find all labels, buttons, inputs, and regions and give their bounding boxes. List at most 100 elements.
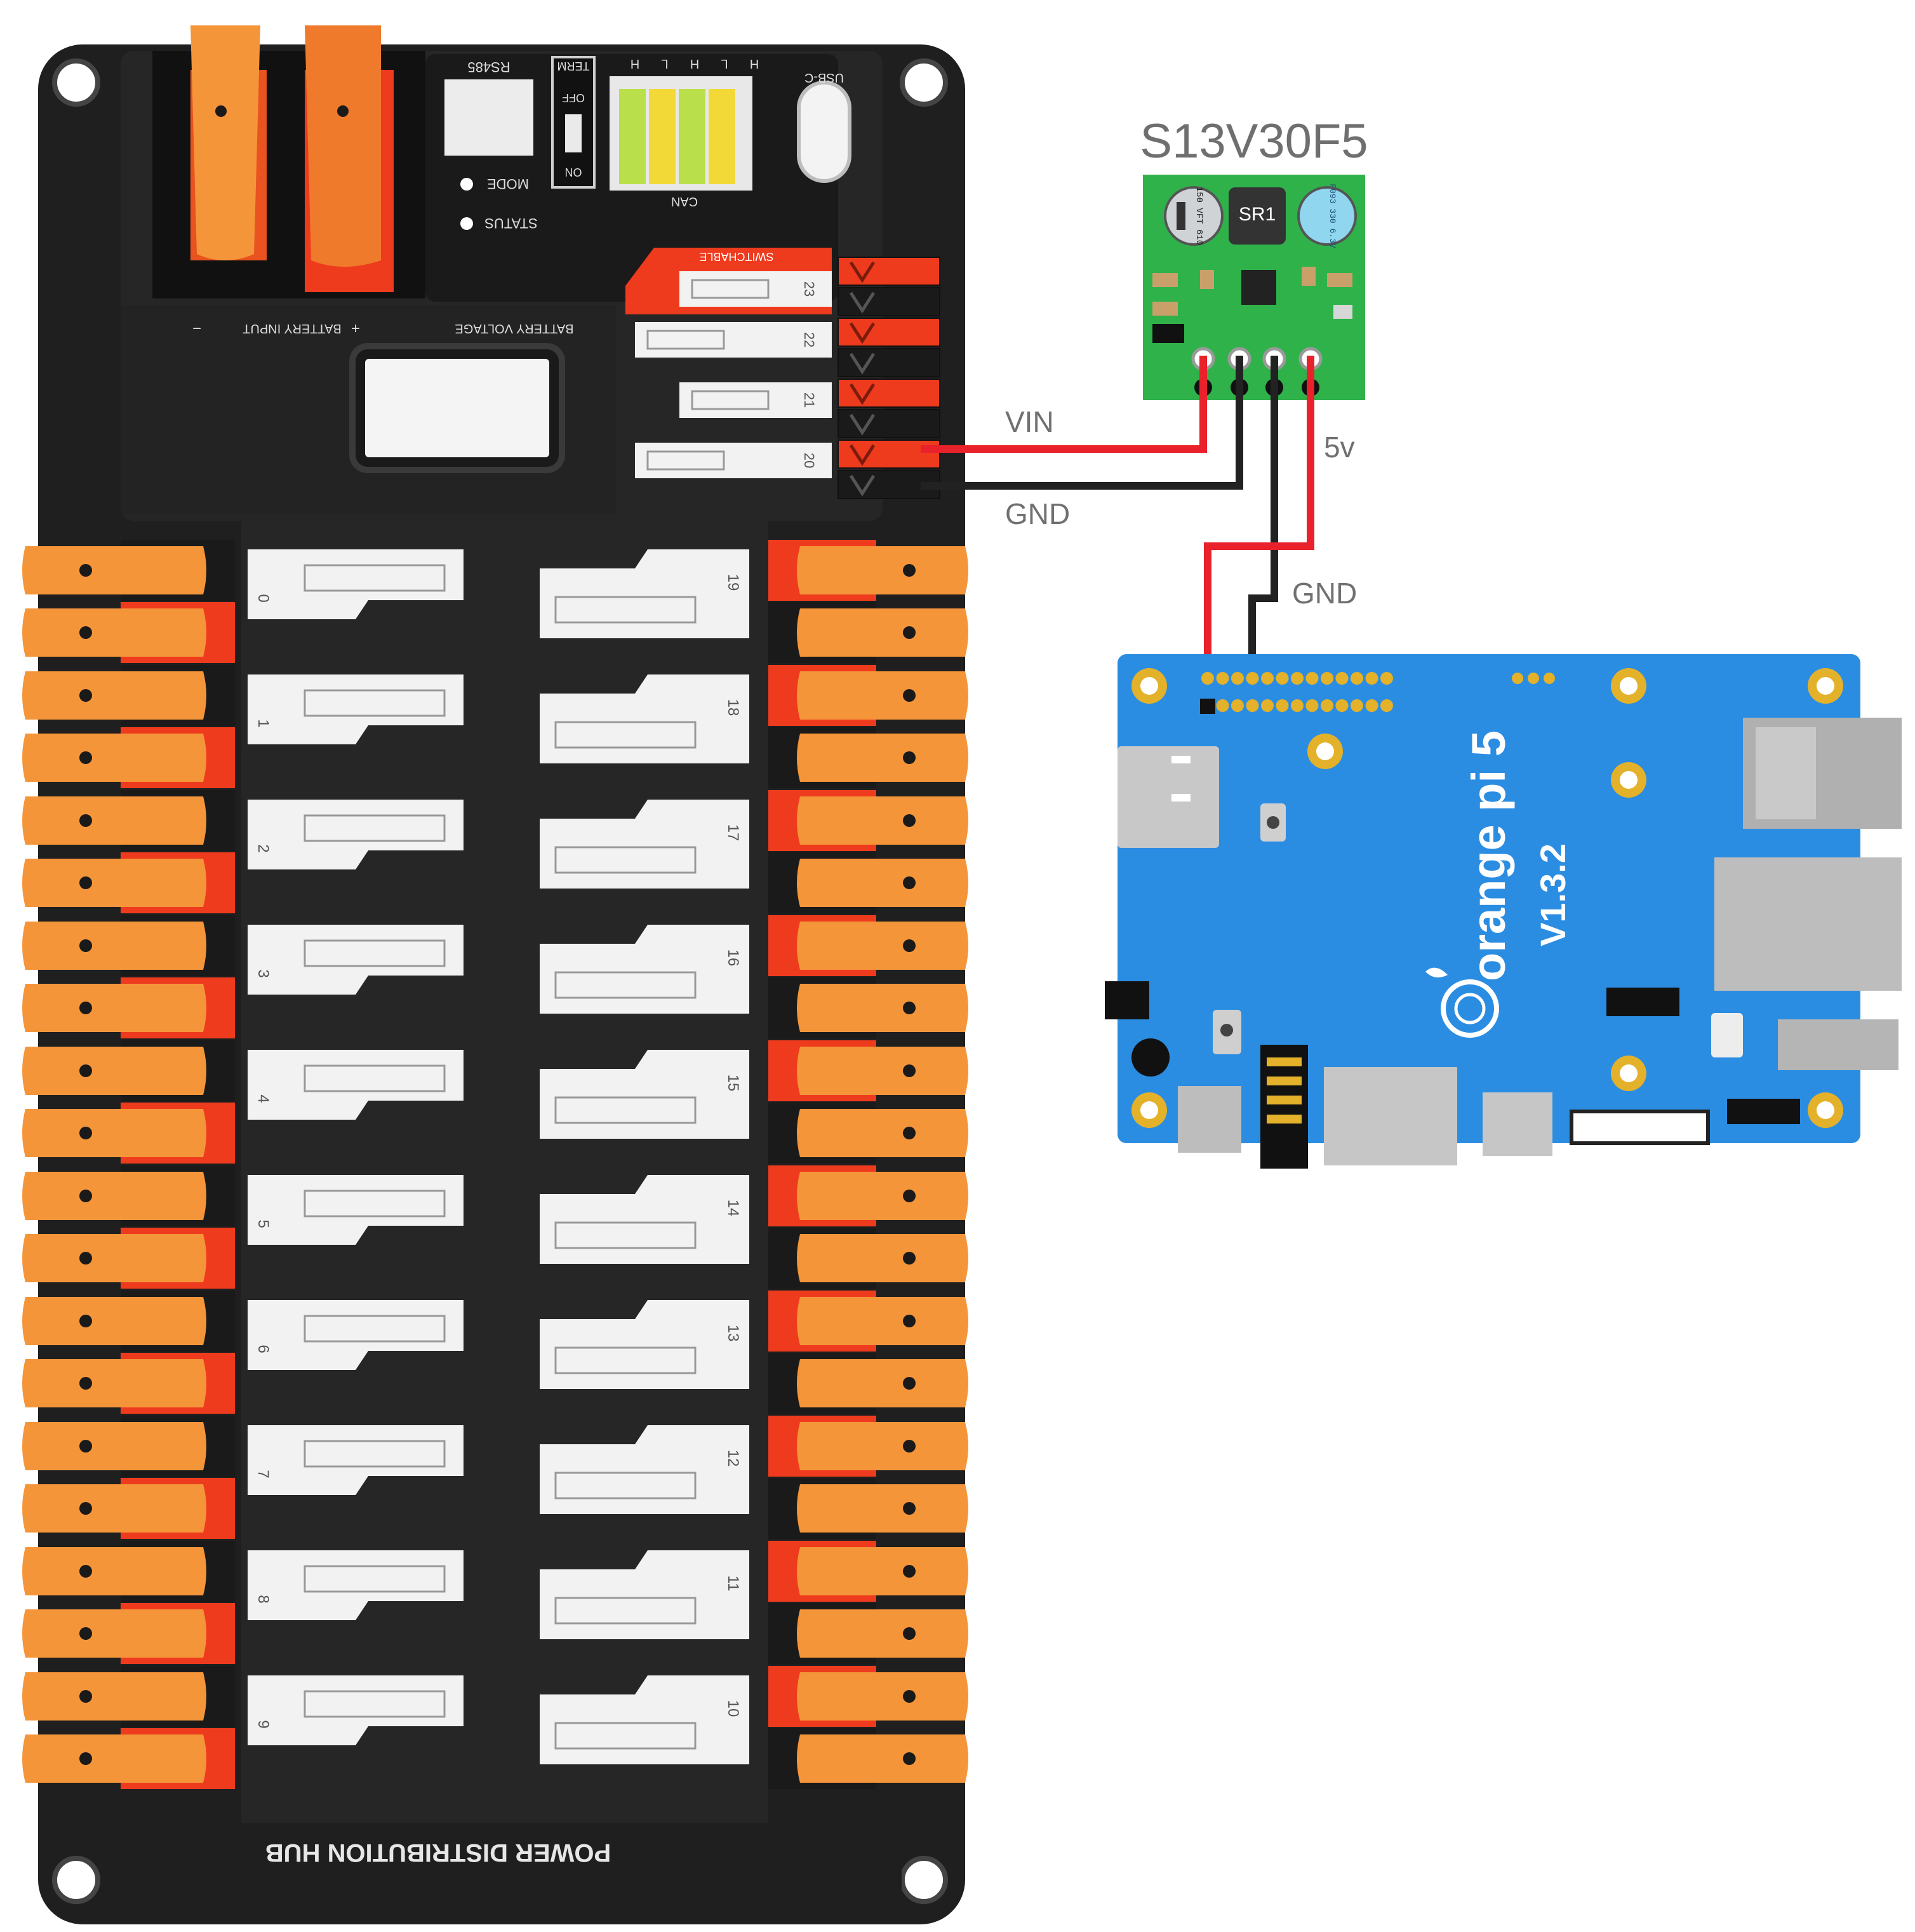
battery-input-terminals <box>152 25 425 299</box>
gpio-pin <box>1365 699 1378 712</box>
rs485-label: RS485 <box>467 59 510 75</box>
orange-pi-board: orange pi 5 V1.3.2 <box>1105 654 1902 1169</box>
terminal-lever <box>797 984 968 1032</box>
regulator-title: S13V30F5 <box>1140 114 1368 168</box>
inductor <box>1229 187 1286 245</box>
channel-fuse: 1 <box>248 674 464 744</box>
channel-fuse: 4 <box>248 1050 464 1120</box>
svg-text:F093 330 6.3V: F093 330 6.3V <box>1328 184 1337 248</box>
channel-fuse: 17 <box>540 800 749 889</box>
usb-port-right <box>1778 1019 1898 1070</box>
terminal-lever <box>22 671 206 720</box>
can-pin-label: H <box>690 57 699 70</box>
term-label: TERM <box>557 60 590 72</box>
channel-fuse: 15 <box>540 1050 749 1139</box>
small-terminal-negative <box>837 287 940 316</box>
gpio-pin <box>1351 699 1363 712</box>
gpio-pin <box>1335 672 1349 685</box>
terminal-lever <box>797 859 968 907</box>
usb-c-port-left <box>1178 1086 1241 1153</box>
gpio-pin <box>1351 672 1363 685</box>
channel-fuse: 6 <box>248 1300 464 1370</box>
channel-number: 15 <box>724 1075 742 1092</box>
channel-fuse: 9 <box>248 1675 464 1745</box>
channel-number: 10 <box>724 1700 742 1717</box>
brand-text: orange pi 5 <box>1462 730 1515 981</box>
terminal-lever <box>797 1359 968 1407</box>
gpio-pin <box>1380 699 1393 712</box>
gpio-pin <box>1231 672 1244 685</box>
battery-voltage-label: BATTERY VOLTAGE <box>455 321 573 335</box>
channel-number: 1 <box>255 719 272 727</box>
version-text: V1.3.2 <box>1533 843 1573 946</box>
small-fuse: 22 <box>635 322 832 358</box>
terminal-lever <box>22 922 206 970</box>
usbc-label: USB-C <box>804 70 844 84</box>
terminal-lever <box>22 1359 206 1407</box>
rs485-connector <box>444 79 533 156</box>
gpio-pin <box>1246 699 1259 712</box>
channel-number: 2 <box>255 844 272 852</box>
channel-number: 17 <box>724 824 742 842</box>
small-terminal-positive <box>837 439 940 469</box>
terminal-lever <box>797 1422 968 1470</box>
terminal-lever <box>22 734 206 782</box>
battery-input-label: BATTERY INPUT <box>243 321 342 335</box>
channel-fuse: 2 <box>248 800 464 869</box>
five-v-wire <box>1204 356 1314 674</box>
channel-fuse: 10 <box>540 1675 749 1764</box>
mounting-hole-icon <box>52 58 100 107</box>
fpc-connector-small <box>1606 988 1679 1016</box>
gnd-top-label: GND <box>1005 497 1070 530</box>
channel-number: 18 <box>724 699 742 716</box>
can-pin-label: H <box>750 57 759 70</box>
small-connector <box>1711 1013 1743 1057</box>
terminal-lever <box>797 1297 968 1345</box>
terminal-lever <box>797 922 968 970</box>
switchable-label: SWITCHABLE <box>699 250 773 263</box>
terminal-lever <box>22 1047 206 1095</box>
capacitor-1 <box>1164 186 1224 246</box>
channel-number: 12 <box>724 1450 742 1467</box>
usbc-port <box>797 81 851 183</box>
channel-number: 7 <box>255 1470 272 1478</box>
can-label: CAN <box>671 194 698 208</box>
mounting-hole-icon <box>900 1856 948 1904</box>
terminal-lever <box>22 984 206 1032</box>
small-channel-number: 20 <box>801 453 817 468</box>
small-terminal-positive <box>837 318 940 347</box>
channel-fuse: 19 <box>540 549 749 638</box>
channel-fuse: 11 <box>540 1550 749 1639</box>
terminal-lever <box>797 1734 968 1783</box>
gpio-pin <box>1380 672 1393 685</box>
terminal-lever <box>22 1672 206 1721</box>
terminal-lever <box>22 1297 206 1345</box>
terminal-lever <box>22 1609 206 1658</box>
small-channel-number: 22 <box>801 332 817 347</box>
on-label: ON <box>565 166 582 178</box>
gpio-pin <box>1216 699 1229 712</box>
terminal-lever <box>22 546 206 594</box>
channel-number: 9 <box>255 1720 272 1728</box>
gnd-output-wire <box>1248 356 1278 674</box>
five-v-label: 5v <box>1324 431 1355 464</box>
gpio-pin <box>1231 699 1244 712</box>
terminal-lever <box>797 1484 968 1533</box>
gpio-pin <box>1305 699 1319 712</box>
terminal-lever <box>22 1484 206 1533</box>
channel-number: 19 <box>724 574 742 591</box>
channel-number: 16 <box>724 949 742 967</box>
svg-text:SR1: SR1 <box>1239 204 1276 225</box>
gnd-bottom-label: GND <box>1292 577 1357 610</box>
fpc-connector <box>1570 1110 1710 1145</box>
gnd-input-wire <box>921 356 1243 490</box>
terminal-lever <box>22 796 206 845</box>
hdmi-port <box>1324 1067 1457 1165</box>
terminal-lever <box>797 1609 968 1658</box>
channel-number: 11 <box>724 1576 742 1592</box>
off-label: OFF <box>562 91 585 104</box>
pdh-name-label: POWER DISTRIBUTION HUB <box>265 1839 611 1867</box>
terminal-lever <box>797 1109 968 1157</box>
channel-number: 4 <box>255 1094 272 1103</box>
